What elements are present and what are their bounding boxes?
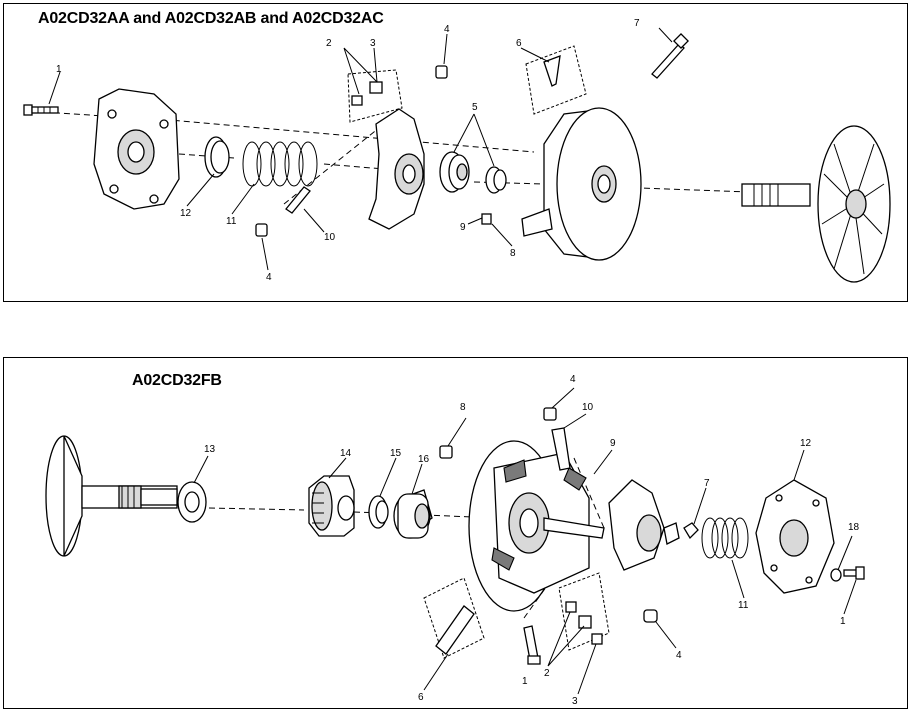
nut-2 [351,95,363,106]
callout-3: 3 [370,38,376,49]
screw-8 [481,213,492,225]
moveable-sheave [521,107,642,261]
washer-3b [591,633,603,645]
flyweight-6 [543,55,561,87]
callout-1: 1 [56,64,62,75]
bolt-1 [23,104,59,116]
callout-15: 15 [390,448,402,459]
callout-18: 18 [848,522,860,533]
roller-4-bottom [643,609,658,623]
callout-3: 3 [572,696,578,707]
cover-12 [755,479,835,594]
fixed-sheave [741,125,891,283]
callout-7: 7 [704,478,710,489]
callout-14: 14 [340,448,352,459]
washer-13 [177,481,207,523]
nut-8 [439,445,453,459]
washer-3 [369,81,383,94]
ring-9 [485,166,507,194]
callout-8: 8 [460,402,466,413]
callout-1-lower: 1 [522,676,528,687]
callout-12: 12 [180,208,192,219]
callout-2: 2 [326,38,332,49]
spider-arm [608,479,680,571]
callout-6: 6 [418,692,424,703]
spider-assembly [368,108,425,230]
callout-9: 9 [610,438,616,449]
callout-11: 11 [226,216,237,227]
cover-plate [93,88,180,210]
moveable-sheave-spider [468,440,605,612]
bushing-5 [439,151,470,193]
fixed-sheave-left [45,435,178,557]
callout-13: 13 [204,444,216,455]
washer-3 [578,615,592,629]
washer-18 [830,568,842,582]
sleeve-16 [393,489,433,539]
bottom-diagram-panel: A02CD32FB [3,357,908,709]
bolt-lower [523,625,541,665]
nut-2 [565,601,577,613]
callout-4-top: 4 [570,374,576,385]
nut-7 [683,522,699,540]
callout-6: 6 [516,38,522,49]
callout-7: 7 [634,18,640,29]
callout-10: 10 [582,402,594,413]
ring-12 [204,136,230,178]
callout-5: 5 [472,102,478,113]
roller-4-top [543,407,557,421]
roller-4-bottom [255,223,268,237]
spring-11 [242,141,318,187]
bolt-1 [843,566,865,580]
top-exploded-view: 1 2 3 4 5 6 7 4 12 11 10 9 8 [23,18,891,283]
spring-11 [701,517,749,559]
callout-9: 9 [460,222,466,233]
callout-2: 2 [544,668,550,679]
callout-1: 1 [840,616,846,627]
flyweight-6 [435,605,475,655]
pin-10 [551,427,571,471]
callout-11: 11 [738,600,749,611]
callout-12: 12 [800,438,812,449]
callout-4-bottom: 4 [676,650,682,661]
top-diagram-panel: A02CD32AA and A02CD32AB and A02CD32AC [3,3,908,302]
bolt-7 [651,33,689,79]
callout-16: 16 [418,454,430,465]
callout-10: 10 [324,232,336,243]
roller-4-top [435,65,448,79]
bushing-14 [308,475,355,537]
bottom-panel-title: A02CD32FB [132,372,222,389]
ring-15 [368,495,389,529]
top-panel-title: A02CD32AA and A02CD32AB and A02CD32AC [38,10,384,27]
callout-4-top: 4 [444,24,450,35]
callout-8: 8 [510,248,516,259]
callout-4-bottom: 4 [266,272,272,283]
bottom-exploded-view: 13 14 15 16 8 4 10 9 7 12 18 11 1 4 2 3 … [45,374,865,707]
pin-10 [285,186,311,214]
